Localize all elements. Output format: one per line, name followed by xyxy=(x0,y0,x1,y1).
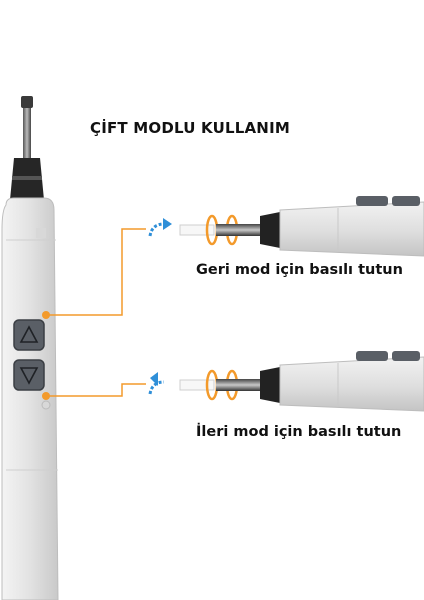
screwdriver-bit xyxy=(23,100,31,158)
handle xyxy=(279,201,424,257)
page-title: ÇİFT MODLU KULLANIM xyxy=(90,119,290,137)
screwdriver-body xyxy=(1,197,59,600)
handle xyxy=(279,356,424,412)
forward-button[interactable] xyxy=(13,359,45,391)
triangle-down-icon xyxy=(19,367,39,385)
horizontal-screwdriver-forward xyxy=(148,351,424,412)
vertical-screwdriver xyxy=(1,96,59,600)
callout-lines xyxy=(42,228,146,400)
screw xyxy=(179,379,215,391)
counterclockwise-arrow-icon xyxy=(148,218,172,237)
forward-mode-caption: İleri mod için basılı tutun xyxy=(196,424,402,440)
clockwise-arrow-icon xyxy=(148,372,165,395)
bit-tip xyxy=(21,96,33,108)
bit xyxy=(216,224,262,236)
led-indicator xyxy=(41,400,51,410)
reverse-mode-caption: Geri mod için basılı tutun xyxy=(196,262,403,278)
reverse-button[interactable] xyxy=(13,319,45,351)
triangle-up-icon xyxy=(19,325,39,343)
horizontal-screwdriver-reverse xyxy=(148,196,424,257)
screw xyxy=(179,224,215,236)
bit xyxy=(216,379,262,391)
